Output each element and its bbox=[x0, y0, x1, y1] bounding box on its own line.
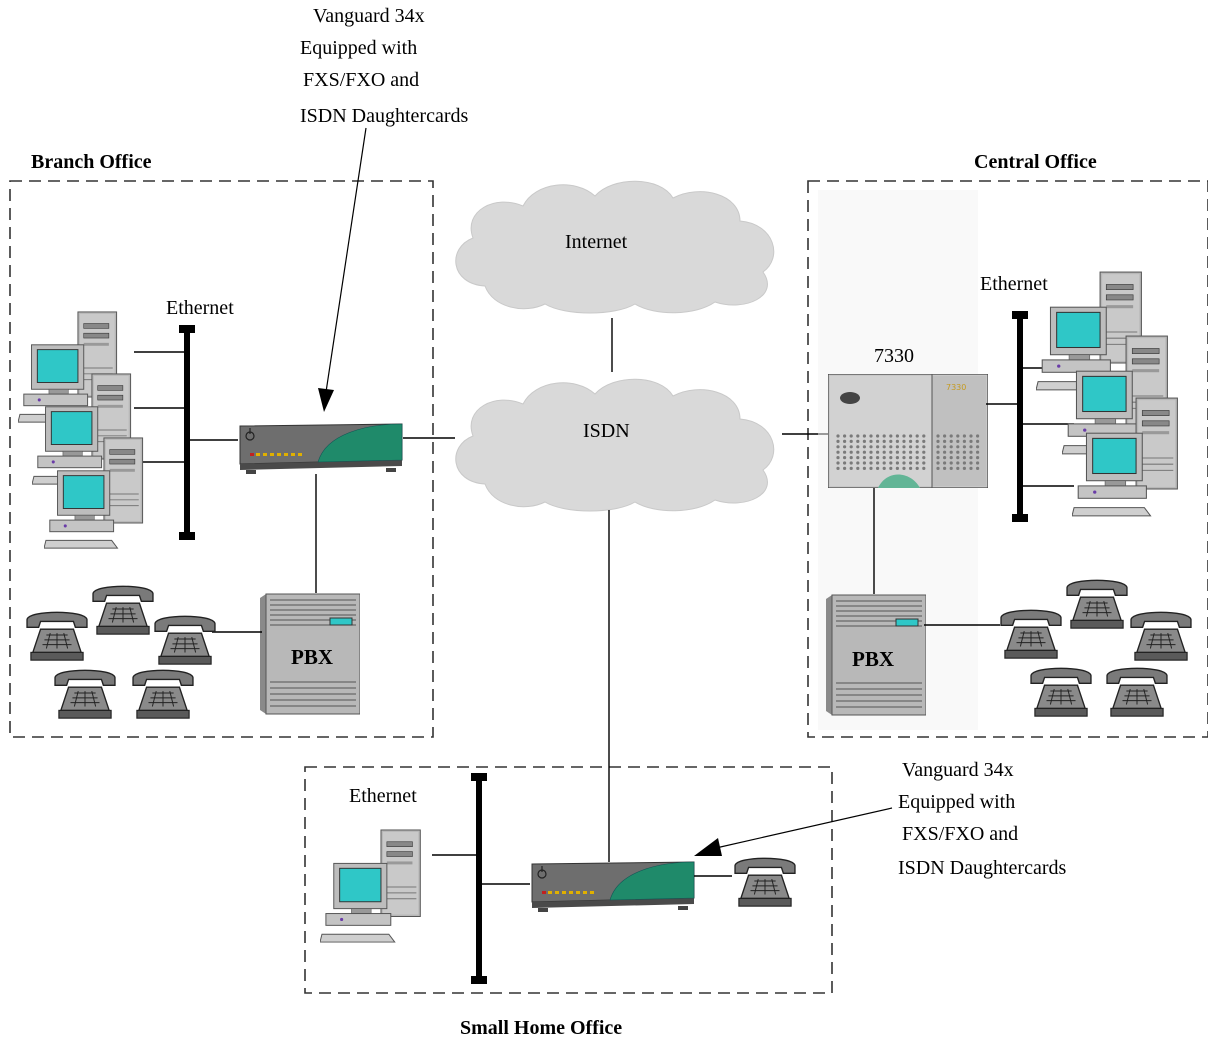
central-office-region bbox=[807, 180, 1208, 738]
branch-phone-4 bbox=[54, 669, 116, 719]
small-bus-cap-bottom bbox=[471, 976, 487, 984]
small-home-ethernet-label: Ethernet bbox=[349, 785, 417, 807]
central-7330-chassis bbox=[828, 374, 988, 488]
central-bus-cap-top bbox=[1012, 311, 1028, 319]
callout-top-line4: ISDN Daughtercards bbox=[300, 105, 468, 127]
small-home-computer bbox=[320, 829, 421, 943]
branch-bus-cap-bottom bbox=[179, 532, 195, 540]
callout-top-line2: Equipped with bbox=[300, 37, 417, 59]
small-home-office-region bbox=[304, 766, 833, 994]
branch-phone-3 bbox=[154, 615, 216, 665]
central-office-label: Central Office bbox=[974, 151, 1097, 173]
isdn-cloud bbox=[455, 378, 775, 512]
central-ethernet-bus bbox=[1017, 318, 1023, 518]
small-home-ethernet-bus bbox=[476, 780, 482, 978]
small-home-office-label: Small Home Office bbox=[460, 1017, 622, 1038]
central-phone-4 bbox=[1030, 667, 1092, 717]
small-home-phone bbox=[734, 857, 796, 907]
callout-bottom-arrowhead bbox=[694, 838, 722, 856]
callout-bottom-line3: FXS/FXO and bbox=[902, 823, 1018, 845]
branch-ethernet-label: Ethernet bbox=[166, 297, 234, 319]
branch-bus-cap-top bbox=[179, 325, 195, 333]
isdn-label: ISDN bbox=[583, 420, 630, 442]
branch-phone-5 bbox=[132, 669, 194, 719]
branch-office-region bbox=[9, 180, 434, 738]
central-7330-label: 7330 bbox=[874, 345, 914, 367]
branch-phone-2 bbox=[26, 611, 88, 661]
central-ethernet-label: Ethernet bbox=[980, 273, 1048, 295]
central-phone-3 bbox=[1130, 611, 1192, 661]
callout-top-line3: FXS/FXO and bbox=[303, 69, 419, 91]
central-7330-vents bbox=[836, 434, 980, 470]
central-bus-cap-bottom bbox=[1012, 514, 1028, 522]
callout-bottom-line2: Equipped with bbox=[898, 791, 1015, 813]
callout-bottom-arrow-line bbox=[715, 807, 893, 849]
internet-label: Internet bbox=[565, 231, 628, 253]
callout-bottom-line1: Vanguard 34x bbox=[902, 759, 1014, 781]
central-pbx-label: PBX bbox=[852, 647, 894, 671]
small-bus-cap-top bbox=[471, 773, 487, 781]
central-phone-2 bbox=[1000, 609, 1062, 659]
branch-phone-1 bbox=[92, 585, 154, 635]
branch-pbx-label: PBX bbox=[291, 645, 333, 669]
branch-vanguard-router bbox=[239, 423, 403, 475]
callout-top-line1: Vanguard 34x bbox=[313, 5, 425, 27]
callout-bottom-line4: ISDN Daughtercards bbox=[898, 857, 1066, 879]
central-phone-1 bbox=[1066, 579, 1128, 629]
callout-top-arrowhead bbox=[318, 388, 334, 412]
branch-office-label: Branch Office bbox=[31, 151, 152, 173]
small-home-vanguard-router bbox=[531, 861, 695, 913]
callout-top-arrow-line bbox=[325, 127, 367, 393]
central-phone-5 bbox=[1106, 667, 1168, 717]
branch-ethernet-bus bbox=[184, 332, 190, 534]
